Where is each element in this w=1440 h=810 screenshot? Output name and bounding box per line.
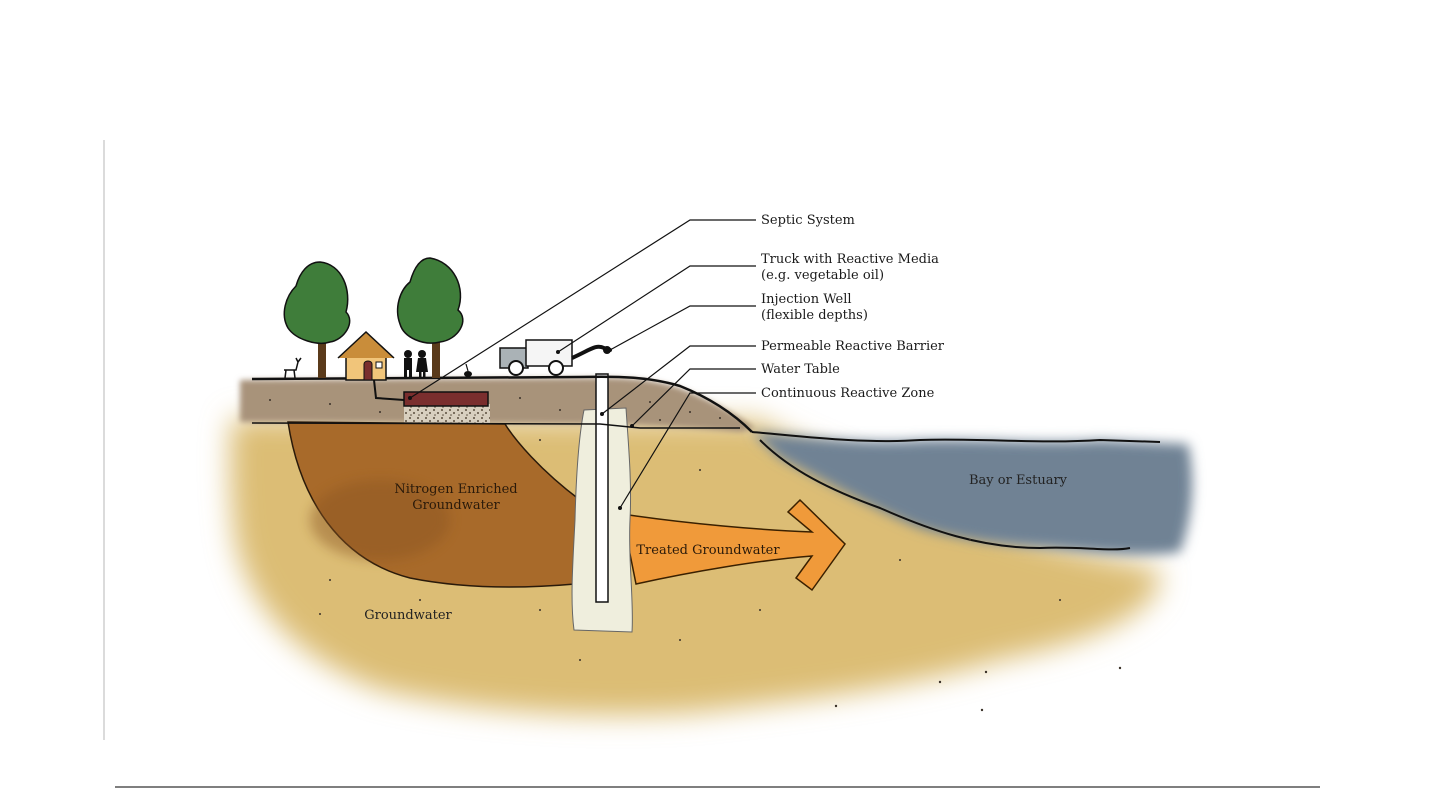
treated-arrow (621, 498, 846, 592)
water-table-line (251, 422, 740, 429)
leader-dots (408, 348, 634, 510)
label-septic-system: Septic System (761, 213, 855, 228)
tree-left (283, 261, 351, 378)
label-treated-groundwater: Treated Groundwater (636, 543, 780, 558)
leader-well (609, 305, 756, 351)
soil-speckles (269, 397, 1122, 712)
injection-well-pipe (595, 373, 609, 603)
label-nitrogen-line1: Nitrogen Enriched (394, 482, 517, 497)
label-continuous-reactive-zone: Continuous Reactive Zone (761, 386, 935, 401)
label-well-line1: Injection Well (761, 292, 852, 307)
septic-gravel-bed (404, 404, 490, 426)
label-well-line2: (flexible depths) (761, 308, 868, 323)
plume-shadow (310, 480, 450, 560)
ground-surface (251, 375, 753, 433)
label-truck-line2: (e.g. vegetable oil) (761, 268, 884, 283)
leader-barrier (601, 345, 756, 415)
label-bay-or-estuary: Bay or Estuary (969, 473, 1068, 488)
label-permeable-reactive-barrier: Permeable Reactive Barrier (761, 339, 945, 354)
leader-water-table (631, 368, 756, 427)
label-water-table: Water Table (761, 362, 840, 377)
bay-water (752, 432, 1193, 555)
label-truck-line1: Truck with Reactive Media (761, 252, 939, 267)
tree-right (396, 257, 464, 378)
leader-septic (409, 219, 756, 399)
bird (464, 363, 472, 377)
label-nitrogen-line2: Groundwater (412, 498, 500, 513)
truck (499, 339, 611, 376)
deer (284, 357, 302, 379)
bay-bottom-line (759, 439, 1131, 551)
bay-shoreline (751, 431, 1161, 443)
label-groundwater: Groundwater (364, 608, 452, 623)
leader-lines (409, 219, 756, 509)
leader-reactive-zone (619, 392, 756, 509)
septic-tank (403, 391, 489, 407)
leader-truck (557, 265, 756, 353)
house (337, 330, 395, 381)
people (404, 350, 428, 379)
septic-pipe (373, 379, 405, 401)
